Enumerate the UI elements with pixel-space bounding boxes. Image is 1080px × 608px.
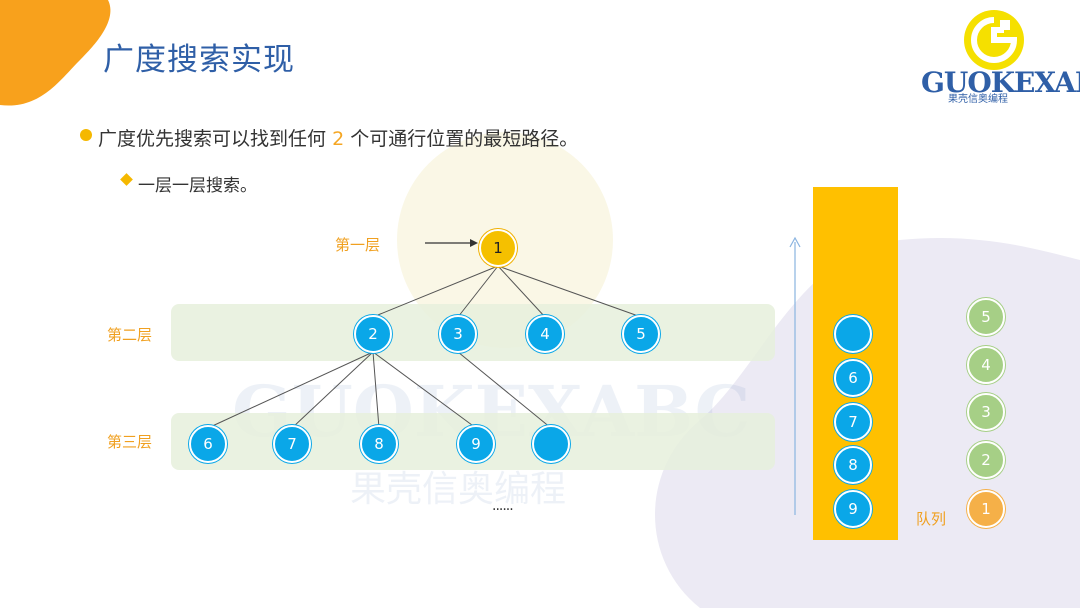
- edge-3-10: [457, 351, 552, 429]
- page-title: 广度搜索实现: [103, 42, 295, 78]
- edge-2-9: [372, 351, 477, 429]
- tree-node: 3: [439, 315, 477, 353]
- level-label-2: 第二层: [107, 326, 153, 344]
- logo-icon: [964, 10, 1024, 70]
- bullet-highlight: 2: [332, 128, 345, 150]
- tree-node: 6: [189, 425, 227, 463]
- edge-1-5: [497, 265, 642, 318]
- tree-node: 7: [273, 425, 311, 463]
- tree-node: 8: [360, 425, 398, 463]
- stack-item-head: 1: [967, 490, 1005, 528]
- queue-item: 9: [834, 490, 872, 528]
- edge-1-4: [497, 265, 546, 318]
- pointer-arrowhead: [470, 239, 478, 247]
- stack-item: 5: [967, 298, 1005, 336]
- edge-1-3: [457, 265, 499, 318]
- queue-item: 7: [834, 403, 872, 441]
- tree-node: 2: [354, 315, 392, 353]
- stack-item: 3: [967, 393, 1005, 431]
- edge-2-8: [372, 351, 380, 429]
- tree-node: [532, 425, 570, 463]
- edge-1-2: [372, 265, 499, 318]
- logo-text: GUOKEXABC: [921, 66, 1080, 99]
- stack-item: 4: [967, 346, 1005, 384]
- bullet-text: 广度优先搜索可以找到任何 2 个可通行位置的最短路径。: [98, 124, 578, 151]
- edge-2-6: [207, 351, 374, 429]
- tree-node: 9: [457, 425, 495, 463]
- tree-node: 4: [526, 315, 564, 353]
- level-label-1: 第一层: [335, 236, 381, 254]
- queue-label: 队列: [916, 510, 947, 528]
- level-label-3: 第三层: [107, 433, 153, 451]
- bullet-dot-icon: [80, 129, 92, 141]
- tree-node-root: 1: [479, 229, 517, 267]
- edge-2-7: [291, 351, 374, 429]
- sub-bullet-text: 一层一层搜索。: [138, 176, 257, 196]
- queue-item: 6: [834, 359, 872, 397]
- tree-node: 5: [622, 315, 660, 353]
- stack-item: 2: [967, 441, 1005, 479]
- bullet-suffix: 个可通行位置的最短路径。: [350, 128, 579, 150]
- corner-orange-blob: [0, 0, 111, 106]
- bullet-prefix: 广度优先搜索可以找到任何: [98, 128, 327, 150]
- ellipsis-text: ......: [492, 498, 514, 514]
- queue-item: [834, 315, 872, 353]
- watermark-logo-subtext: 果壳信奥编程: [350, 469, 567, 510]
- queue-item: 8: [834, 446, 872, 484]
- logo-subtext: 果壳信奥编程: [948, 94, 1008, 105]
- queue-up-arrowhead: [789, 236, 801, 248]
